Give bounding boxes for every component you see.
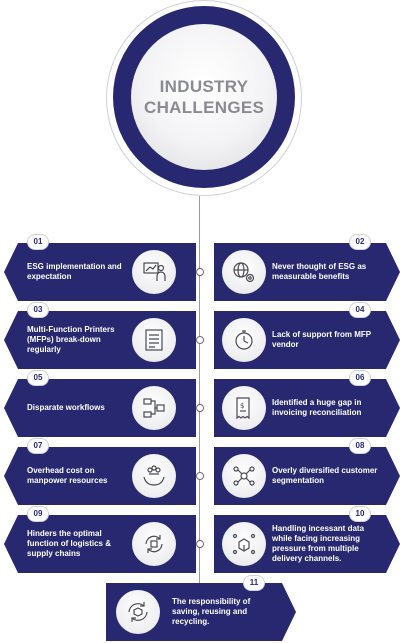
challenge-04-text: Lack of support from MFP vendor <box>272 330 371 349</box>
challenge-11: The responsibility of saving, reusing an… <box>106 583 296 641</box>
challenge-10: Handling incessant data while facing inc… <box>214 515 400 573</box>
challenge-08-text: Overly diversified customer segmentation <box>272 466 378 485</box>
chart-person-icon <box>132 250 176 294</box>
challenge-01-text: ESG implementation and expectation <box>27 262 122 281</box>
challenge-01-number: 01 <box>28 235 48 249</box>
challenge-02-number: 02 <box>350 235 370 249</box>
challenge-04-number: 04 <box>350 303 370 317</box>
challenge-02-text: Never thought of ESG as measurable benef… <box>272 262 367 281</box>
network-people-icon <box>222 454 266 498</box>
challenge-05-text: Disparate workflows <box>27 403 105 412</box>
challenge-11-text: The responsibility of saving, reusing an… <box>172 597 251 626</box>
challenge-03-number: 03 <box>28 303 48 317</box>
challenge-07: Overhead cost on manpower resources <box>4 447 196 505</box>
challenge-06: $ Identified a huge gap in invoicing rec… <box>214 379 400 437</box>
workflow-icon <box>132 386 176 430</box>
challenge-04: Lack of support from MFP vendor <box>214 311 400 369</box>
challenge-06-text: Identified a huge gap in invoicing recon… <box>272 398 362 417</box>
challenge-03-text: Multi-Function Printers (MFPs) break-dow… <box>27 325 115 354</box>
challenge-11-number: 11 <box>244 576 264 590</box>
logistics-cycle-icon <box>132 522 176 566</box>
challenge-01: ESG implementation and expectation <box>4 243 196 301</box>
invoice-icon: $ <box>222 386 266 430</box>
challenge-06-number: 06 <box>350 371 370 385</box>
challenge-03: Multi-Function Printers (MFPs) break-dow… <box>4 311 196 369</box>
svg-text:$: $ <box>240 402 244 410</box>
challenge-09: Hinders the optimal function of logistic… <box>4 515 196 573</box>
challenge-07-text: Overhead cost on manpower resources <box>27 466 108 485</box>
boxes-network-icon <box>222 522 266 566</box>
page-title: INDUSTRY CHALLENGES <box>144 77 265 117</box>
globe-gears-icon <box>222 250 266 294</box>
challenge-08-number: 08 <box>350 439 370 453</box>
printer-icon <box>132 318 176 362</box>
challenge-10-number: 10 <box>350 507 370 521</box>
challenge-07-number: 07 <box>28 439 48 453</box>
timeline-spine <box>199 196 200 596</box>
challenge-09-number: 09 <box>28 507 48 521</box>
connector-dot <box>196 336 204 344</box>
challenge-05: Disparate workflows <box>4 379 196 437</box>
connector-dot <box>196 540 204 548</box>
challenge-02: Never thought of ESG as measurable benef… <box>214 243 400 301</box>
stopwatch-icon <box>222 318 266 362</box>
challenge-08: Overly diversified customer segmentation <box>214 447 400 505</box>
connector-dot <box>196 472 204 480</box>
connector-dot <box>196 268 204 276</box>
challenge-09-text: Hinders the optimal function of logistic… <box>27 529 111 558</box>
hands-people-icon <box>132 454 176 498</box>
recycle-box-icon <box>116 590 160 634</box>
challenge-05-number: 05 <box>28 371 48 385</box>
connector-dot <box>196 404 204 412</box>
challenge-10-text: Handling incessant data while facing inc… <box>272 524 365 563</box>
header-inner-circle: INDUSTRY CHALLENGES <box>131 24 277 170</box>
